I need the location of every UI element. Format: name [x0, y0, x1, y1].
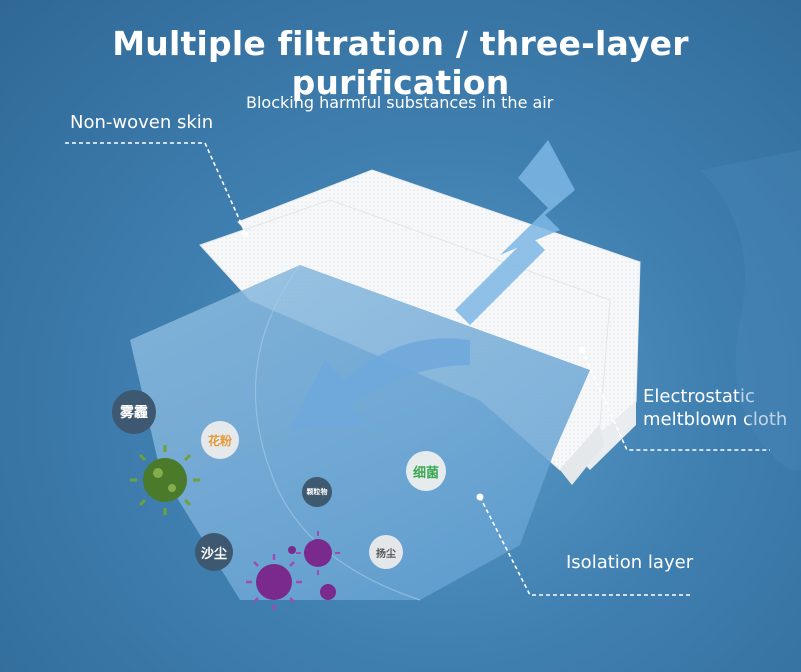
page-title: Multiple filtration / three-layer purifi…: [112, 24, 689, 102]
air-flow-up-arrow: [455, 140, 575, 325]
purple-virus-icon: [288, 546, 296, 554]
background-shape: [700, 150, 801, 470]
green-virus-icon: [130, 445, 200, 515]
label-electrostatic-meltblown: Electrostatic meltblown cloth: [643, 385, 787, 431]
label-non-woven-skin: Non-woven skin: [70, 112, 214, 133]
marker-dot: [476, 493, 484, 501]
label-electrostatic-line1: Electrostatic: [643, 386, 755, 407]
isolation-layer: [130, 265, 590, 600]
subtitle: Blocking harmful substances in the air: [246, 93, 554, 112]
marker-dot: [578, 346, 586, 354]
label-isolation-layer: Isolation layer: [566, 552, 694, 573]
particle-bacteria: 细菌: [406, 451, 446, 491]
air-flow-curved-arrow: [290, 338, 470, 430]
particle-pollen: 花粉: [201, 421, 239, 459]
particle-haze: 雾霾: [112, 390, 156, 434]
marker-dot: [241, 230, 249, 238]
purple-virus-icon: [296, 531, 340, 575]
particle-dust: 扬尘: [369, 535, 403, 569]
leader-lines: [65, 142, 770, 596]
purple-virus-icon: [320, 584, 336, 600]
purple-virus-icon: [246, 554, 302, 610]
particle-particulates: 颗粒物: [302, 477, 332, 507]
label-electrostatic-line2: meltblown cloth: [643, 409, 788, 430]
particle-sand: 沙尘: [195, 533, 233, 571]
